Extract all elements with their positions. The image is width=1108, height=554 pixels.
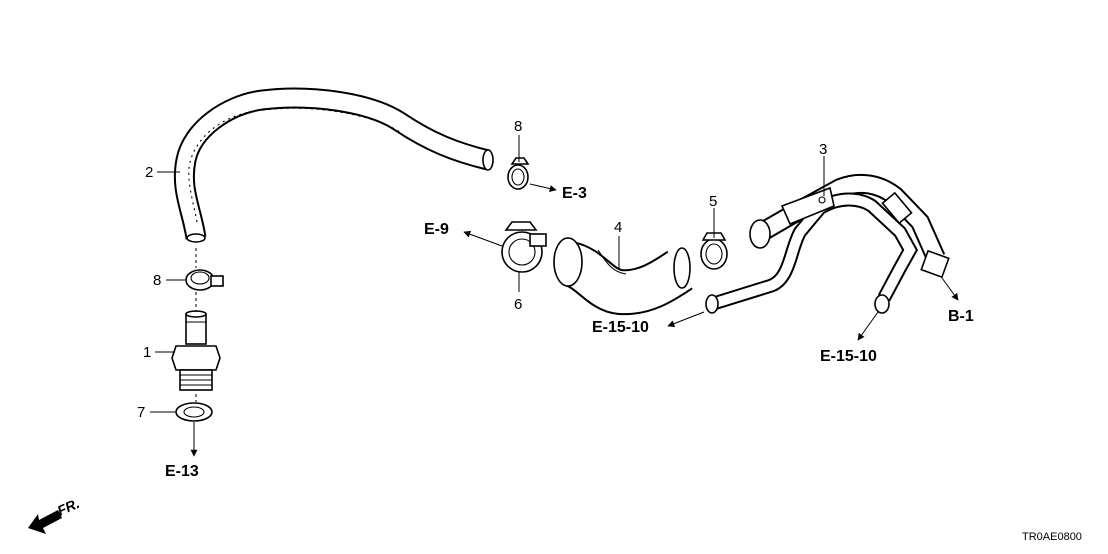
pipe-assembly-part-3[interactable] <box>705 173 950 314</box>
ref-e3: E-3 <box>562 185 587 202</box>
ref-b1: B-1 <box>948 308 974 325</box>
callout-4: 4 <box>614 219 622 236</box>
callout-1: 1 <box>143 344 151 361</box>
hose-part-2[interactable] <box>173 87 494 243</box>
callout-5: 5 <box>709 193 717 210</box>
pcv-valve-part-1[interactable] <box>171 310 221 391</box>
front-direction-indicator: FR. <box>28 495 82 534</box>
clamp-part-6[interactable] <box>501 221 547 273</box>
clamp-part-8-top[interactable] <box>507 157 530 190</box>
callout-7: 7 <box>137 404 145 421</box>
ref-e9: E-9 <box>424 221 449 238</box>
ref-e15-10-right: E-15-10 <box>820 348 877 365</box>
clamp-part-5[interactable] <box>700 232 728 270</box>
elbow-hose-part-4[interactable] <box>553 237 693 316</box>
callout-6: 6 <box>514 296 522 313</box>
ref-e15-10-mid: E-15-10 <box>592 319 649 336</box>
diagram-code: TR0AE0800 <box>1022 531 1082 543</box>
leader-lines <box>150 135 825 413</box>
callout-8-top: 8 <box>514 118 522 135</box>
washer-part-7[interactable] <box>175 402 213 422</box>
front-label: FR. <box>55 495 82 519</box>
callout-8-left: 8 <box>153 272 161 289</box>
callout-2: 2 <box>145 164 153 181</box>
ref-e13: E-13 <box>165 463 199 480</box>
reference-arrows <box>190 183 959 457</box>
callout-3: 3 <box>819 141 827 158</box>
clamp-part-8-left[interactable] <box>185 269 224 291</box>
